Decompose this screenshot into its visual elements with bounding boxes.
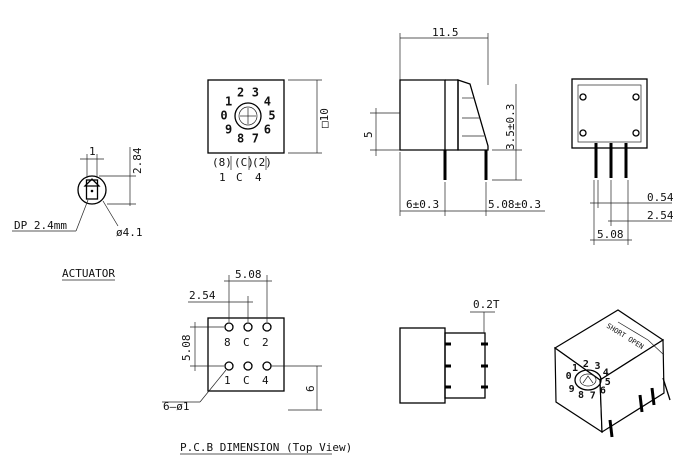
actuator-height-label: 2.84 xyxy=(131,147,144,174)
pcb-bottom-label-4: 4 xyxy=(262,374,269,387)
pin-paren-8: (8) xyxy=(212,156,232,169)
rear-view: 0.54 2.54 5.08 xyxy=(571,78,674,245)
dial-inner xyxy=(238,106,258,126)
iso-digit-8: 8 xyxy=(578,390,584,401)
iso-pin xyxy=(608,419,614,438)
top-size-label: □10 xyxy=(318,108,331,128)
dp-leader xyxy=(75,199,89,232)
pcb-view: 8 C 2 1 C 4 5.08 2.54 5.08 6 6–ø1 P.C.B … xyxy=(162,268,352,455)
dial-digit-3: 3 xyxy=(252,86,259,100)
iso-digit-4: 4 xyxy=(603,368,609,379)
iso-digit-5: 5 xyxy=(605,377,611,388)
offset-right-label: 5.08±0.3 xyxy=(488,198,541,211)
rear-pin-width-label: 0.54 xyxy=(647,191,674,204)
pcb-caption: P.C.B DIMENSION (Top View) xyxy=(180,441,352,454)
pcb-top-label-c: C xyxy=(243,336,250,349)
dial-digit-4: 4 xyxy=(264,94,271,108)
pcb-left-pitch-label: 2.54 xyxy=(189,289,216,302)
pcb-bottom-label-1: 1 xyxy=(224,374,231,387)
dial-digit-2: 2 xyxy=(237,86,244,100)
iso-digit-9: 9 xyxy=(569,384,575,395)
pcb-top-label-2: 2 xyxy=(262,336,269,349)
iso-pin xyxy=(638,394,644,413)
rear-hole xyxy=(632,93,640,101)
iso-label-edge xyxy=(617,321,665,356)
side-knob-body xyxy=(399,79,446,151)
pcb-hole xyxy=(224,361,234,371)
pcb-top-pitch-label: 5.08 xyxy=(235,268,262,281)
rear-hole xyxy=(579,93,587,101)
dial-ring xyxy=(234,102,262,130)
iso-digit-1: 1 xyxy=(572,363,578,374)
dp-label: DP 2.4mm xyxy=(14,219,67,232)
dial-digit-1: 1 xyxy=(225,94,232,108)
actuator-dot xyxy=(90,189,94,193)
dia-leader xyxy=(102,200,119,227)
arrow-icon xyxy=(83,178,101,187)
rear-body xyxy=(571,78,648,149)
iso-digit-7: 7 xyxy=(590,391,596,402)
top-view-body xyxy=(207,79,285,154)
diameter-label: ø4.1 xyxy=(116,226,143,239)
pcb-hole xyxy=(243,361,253,371)
dial-digit-0: 0 xyxy=(220,109,227,123)
rear-hole xyxy=(579,129,587,137)
actuator-view: 1 2.84 DP 2.4mm ø4.1 ACTUATOR xyxy=(12,145,144,281)
pcb-vertical-pitch-label: 5.08 xyxy=(180,335,193,362)
offset-left-label: 6±0.3 xyxy=(406,198,439,211)
iso-arrow-icon xyxy=(582,375,594,384)
iso-pin xyxy=(650,387,656,406)
pin-label-c: C xyxy=(236,171,243,184)
side-height-label: 5 xyxy=(362,131,375,138)
pcb-bottom-label-c: C xyxy=(243,374,250,387)
dial-digit-8: 8 xyxy=(237,131,244,145)
hole-leader xyxy=(199,369,227,403)
iso-dial xyxy=(574,369,602,391)
iso-digit-3: 3 xyxy=(594,361,600,372)
pcb-hole xyxy=(243,322,253,332)
pin-paren-2: (2) xyxy=(252,156,272,169)
iso-side-tab xyxy=(662,377,671,401)
rear-pitch-small-label: 2.54 xyxy=(647,209,674,222)
pcb-hole xyxy=(224,322,234,332)
pcb-hole xyxy=(262,361,272,371)
thickness-label: 0.2T xyxy=(473,298,500,311)
side-housing xyxy=(445,79,459,151)
pin-label-1: 1 xyxy=(219,171,226,184)
bottom-side-view: 0.2T xyxy=(399,298,500,404)
rear-hole xyxy=(632,129,640,137)
iso-digit-0: 0 xyxy=(566,371,572,382)
actuator-circle xyxy=(77,175,107,205)
dial-digit-5: 5 xyxy=(268,109,275,123)
iso-dial-inner xyxy=(579,373,597,387)
bottom-knob xyxy=(399,327,446,404)
iso-right-face xyxy=(599,338,665,434)
actuator-caption: ACTUATOR xyxy=(62,267,115,280)
pcb-hole xyxy=(262,322,272,332)
side-wedge xyxy=(457,79,489,151)
dial-digit-9: 9 xyxy=(225,123,232,137)
pin-paren-c: (C) xyxy=(234,156,254,169)
pcb-top-label-8: 8 xyxy=(224,336,231,349)
iso-digit-2: 2 xyxy=(583,359,589,370)
rear-inner xyxy=(577,84,642,143)
pin-label-4: 4 xyxy=(255,171,262,184)
dial-digit-7: 7 xyxy=(252,131,259,145)
pcb-right-label: 6 xyxy=(304,385,317,392)
dial-digit-6: 6 xyxy=(264,123,271,137)
hole-label: 6–ø1 xyxy=(163,400,190,413)
rear-pitch-label: 5.08 xyxy=(597,228,624,241)
actuator-width-label: 1 xyxy=(89,145,96,158)
pin-height-label: 3.5±0.3 xyxy=(504,104,517,150)
pcb-outline xyxy=(207,317,285,392)
side-width-label: 11.5 xyxy=(432,26,459,39)
actuator-shaft xyxy=(85,179,99,200)
side-view: 11.5 5 3.5±0.3 6±0.3 5.08±0.3 xyxy=(362,26,545,216)
iso-digit-6: 6 xyxy=(600,386,606,397)
